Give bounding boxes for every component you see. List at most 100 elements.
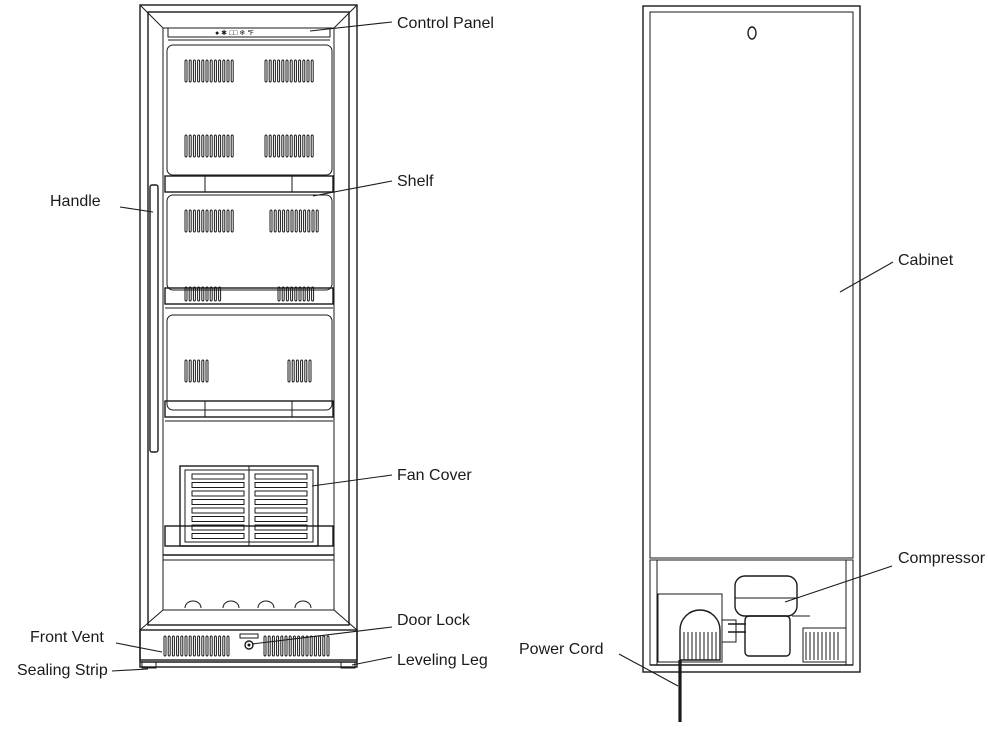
vent-slot [201,209,205,233]
vent-slot [264,59,268,83]
fan-louvre [254,533,308,539]
vent-slot [213,635,217,657]
label-compressor: Compressor [898,550,986,567]
vent-slot [218,635,222,657]
label-leveling-leg: Leveling Leg [397,652,488,669]
vent-slot [287,359,291,383]
vent-slot [303,209,307,233]
vent-slot [289,134,293,158]
shelf-3 [164,400,334,422]
vent-slot [201,59,205,83]
vent-slot [310,134,314,158]
vent-slot [306,286,310,302]
label-power-cord: Power Cord [519,641,603,658]
vent-slot [308,359,312,383]
back-cabinet-outline [642,5,861,673]
vent-slot [272,59,276,83]
front-cabinet-outline [139,4,358,668]
label-shelf: Shelf [397,173,434,190]
fan-louvre [254,473,308,480]
vent-slot [180,635,184,657]
vent-slot [277,209,281,233]
vent-slot [322,635,326,657]
vent-slot [197,209,201,233]
vent-slot [201,635,205,657]
vent-slot [286,209,290,233]
fan-louvre [191,524,245,531]
vent-slot [188,286,192,302]
vent-slot [300,359,304,383]
vent-slot [293,134,297,158]
vent-slot [298,286,302,302]
vent-slot [306,59,310,83]
compressor [721,575,847,663]
vent-slot [192,209,196,233]
bottle-cradles [184,600,312,609]
vent-slot [307,209,311,233]
vent-slot [205,209,209,233]
vent-slot [291,359,295,383]
fan-louvre [254,507,308,514]
vent-slot [226,635,230,657]
vent-slot [271,635,275,657]
vent-slot [201,134,205,158]
vent-slot [197,286,201,302]
vent-slot [218,59,222,83]
leveling-leg [340,661,356,669]
condenser [679,609,721,661]
vent-slot [222,134,226,158]
vent-slot [289,59,293,83]
vent-slot [192,286,196,302]
vent-slot [297,635,301,657]
vent-slot [197,359,201,383]
back-view [642,5,861,722]
vent-slot [285,59,289,83]
vent-slot [188,209,192,233]
vent-slot [205,59,209,83]
vent-slot [213,209,217,233]
vent-slot [184,286,188,302]
vent-slot [184,59,188,83]
front-view: ● ✱ □□ ❄ ℉ [139,4,358,669]
vent-slot [218,134,222,158]
vent-slot [226,134,230,158]
vent-slot [263,635,267,657]
vent-slot [269,209,273,233]
fan-louvre [191,533,245,539]
vent-slot [302,59,306,83]
vent-slot [295,359,299,383]
vent-slot [304,359,308,383]
vent-slot [213,134,217,158]
vent-slot [277,134,281,158]
vent-slot [230,59,234,83]
fan-louvre [191,490,245,497]
leader-lines-back [618,261,894,687]
vent-slot [188,359,192,383]
vent-slot [298,134,302,158]
vent-slot [197,134,201,158]
vent-slot [184,209,188,233]
vent-slot [326,635,330,657]
leader-lines-front [111,21,393,672]
label-cabinet: Cabinet [898,252,954,269]
vent-slot [292,635,296,657]
vent-slot [302,286,306,302]
cabinet [649,11,854,559]
control-panel-symbols: ● ✱ □□ ❄ ℉ [215,29,254,37]
vent-slot [201,359,205,383]
vent-slot [311,286,315,302]
vent-slot [273,209,277,233]
vent-slot [301,635,305,657]
vent-slot [230,209,234,233]
fan-louvre [191,473,245,480]
vent-slot [277,286,281,302]
vent-slot [264,134,268,158]
label-fan-cover: Fan Cover [397,467,472,484]
vent-slot [226,59,230,83]
front-vent [139,629,358,661]
shelf [164,175,334,193]
vent-slot [268,59,272,83]
vent-slot [167,635,171,657]
vent-slot [288,635,292,657]
vent-slot [192,59,196,83]
